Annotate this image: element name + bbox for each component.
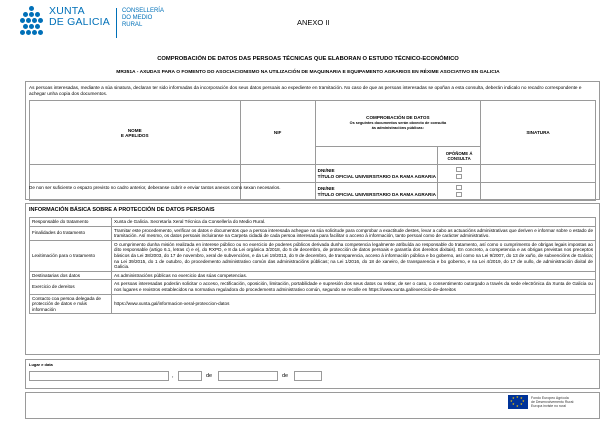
row-label: Contacto coa persoa delegada de protecci… — [29, 293, 112, 315]
table-row: Lexitimación para o tratamento O cumprim… — [29, 239, 596, 272]
table-row: Contacto coa persoa delegada de protecci… — [29, 293, 596, 315]
col-name-header: NOME E APELIDOS — [29, 100, 241, 165]
col-sign-header: SINATURA — [480, 100, 596, 165]
logo-line1: XUNTA — [49, 5, 85, 17]
place-date-label: Lugar e data — [29, 362, 53, 367]
logo-text: XUNTA DE GALICIA — [49, 6, 110, 28]
de-separator-1: de — [206, 373, 213, 379]
place-date-section: Lugar e data , de de — [25, 359, 600, 389]
doc-title: TÍTULO OFICIAL UNIVERSITARIO DA RAMA AGR… — [317, 173, 436, 179]
annex-title: ANEXO II — [297, 18, 330, 27]
row-value: As persoas interesadas poderán solicitar… — [111, 279, 596, 295]
nif-cell[interactable] — [239, 164, 316, 183]
doc-title: TÍTULO OFICIAL UNIVERSITARIO DA RAMA AGR… — [317, 191, 436, 197]
place-field[interactable] — [29, 371, 169, 381]
oppose-dni-checkbox[interactable] — [456, 166, 463, 172]
feader-line1: Fondo Europeo Agrícola — [531, 395, 569, 400]
row-value: https://www.xunta.gal/informacion-xeral-… — [111, 293, 596, 315]
row-value: O cumprimento dunha misión realizada en … — [111, 239, 596, 272]
row-value: As administracións públicas no exercicio… — [111, 270, 596, 281]
data-protection-table: Responsable do tratamento Xunta de Galic… — [29, 217, 596, 315]
docs-cell: DNI/NIE TÍTULO OFICIAL UNIVERSITARIO DA … — [314, 164, 439, 183]
row-value: Xunta de Galicia. Secretaría Xeral Técni… — [111, 217, 596, 227]
oppose-cell — [437, 182, 482, 201]
name-cell[interactable] — [29, 164, 241, 183]
feader-line2: de Desenvolvemento Rural: — [531, 399, 575, 404]
oppose-dni-checkbox[interactable] — [456, 184, 463, 190]
table-row: DNI/NIE TÍTULO OFICIAL UNIVERSITARIO DA … — [29, 182, 596, 201]
col-oppose-header: OPÓÑOME Á CONSULTA — [437, 146, 482, 165]
department-line3: RURAL — [121, 22, 143, 28]
docs-cell: DNI/NIE TÍTULO OFICIAL UNIVERSITARIO DA … — [314, 182, 439, 201]
de-separator-2: de — [282, 373, 289, 379]
row-label: Lexitimación para o tratamento — [29, 239, 112, 272]
col-nif-header: NIF — [239, 100, 316, 165]
table-note: De non ser suficiente o espazo previsto … — [29, 185, 281, 190]
table-row: Finalidades do tratamento Tramitar este … — [29, 225, 596, 241]
col-check-header: COMPROBACIÓN DE DATOS Os seguintes docum… — [314, 100, 482, 147]
xunta-logo: XUNTA DE GALICIA CONSELLERÍA DO MEDIO RU… — [20, 6, 164, 40]
data-check-section: As persoas interesadas, mediante a súa s… — [25, 81, 600, 201]
data-protection-section: INFORMACIÓN BÁSICA SOBRE A PROTECCIÓN DE… — [25, 203, 600, 355]
table-row: Exercicio de dereitos As persoas interes… — [29, 279, 596, 295]
department-name: CONSELLERÍA DO MEDIO RURAL — [122, 8, 164, 29]
doc-dni: DNI/NIE — [317, 185, 335, 191]
signature-cell[interactable] — [480, 164, 596, 183]
technicians-table: NOME E APELIDOS NIF COMPROBACIÓN DE DATO… — [29, 100, 596, 201]
month-field[interactable] — [218, 371, 278, 381]
col-check-subtitle: Os seguintes documentos serán obxecto de… — [349, 120, 447, 131]
doc-dni: DNI/NIE — [317, 167, 335, 173]
table-row: Destinatarias dos datos As administració… — [29, 270, 596, 281]
oppose-title-checkbox[interactable] — [456, 173, 463, 179]
intro-text: As persoas interesadas, mediante a súa s… — [29, 85, 582, 97]
comma-separator: , — [172, 373, 174, 379]
oppose-cell — [437, 164, 482, 183]
row-value: Tramitar este procedemento, verificar os… — [111, 225, 596, 241]
data-protection-title: INFORMACIÓN BÁSICA SOBRE A PROTECCIÓN DE… — [29, 207, 215, 213]
year-field[interactable] — [294, 371, 322, 381]
signature-cell[interactable] — [480, 182, 596, 201]
xunta-logo-icon — [20, 6, 46, 40]
col-check-title: COMPROBACIÓN DE DATOS — [366, 115, 430, 121]
logo-line2: DE GALICIA — [49, 16, 110, 28]
row-label: Responsable do tratamento — [29, 217, 112, 227]
logo-divider — [115, 8, 117, 38]
document-title: COMPROBACIÓN DE DATOS DAS PERSOAS TÉCNIC… — [157, 56, 459, 62]
footer-section: ★ ★ ★ ★ ★ ★ ★ ★ Fondo Europeo Agrícola d… — [25, 392, 600, 419]
table-row: Responsable do tratamento Xunta de Galic… — [29, 217, 596, 227]
row-label: Finalidades do tratamento — [29, 225, 112, 241]
day-field[interactable] — [178, 371, 202, 381]
feader-logo: ★ ★ ★ ★ ★ ★ ★ ★ Fondo Europeo Agrícola d… — [508, 395, 574, 409]
col-docs-header — [314, 146, 439, 165]
row-label: Exercicio de dereitos — [29, 279, 112, 295]
procedure-title: MR351A - AXUDAS PARA O FOMENTO DO ASOCIA… — [116, 70, 500, 75]
eu-flag-icon: ★ ★ ★ ★ ★ ★ ★ ★ — [508, 395, 528, 409]
row-label: Destinatarias dos datos — [29, 270, 112, 281]
feader-line3: Europa inviste no rural — [531, 404, 567, 409]
department-line1: CONSELLERÍA — [121, 8, 164, 14]
header: XUNTA DE GALICIA CONSELLERÍA DO MEDIO RU… — [20, 6, 600, 50]
oppose-title-checkbox[interactable] — [456, 191, 463, 197]
department-line2: DO MEDIO — [121, 15, 153, 21]
feader-text: Fondo Europeo Agrícola de Desenvolvement… — [531, 396, 574, 409]
table-row: DNI/NIE TÍTULO OFICIAL UNIVERSITARIO DA … — [29, 164, 596, 183]
